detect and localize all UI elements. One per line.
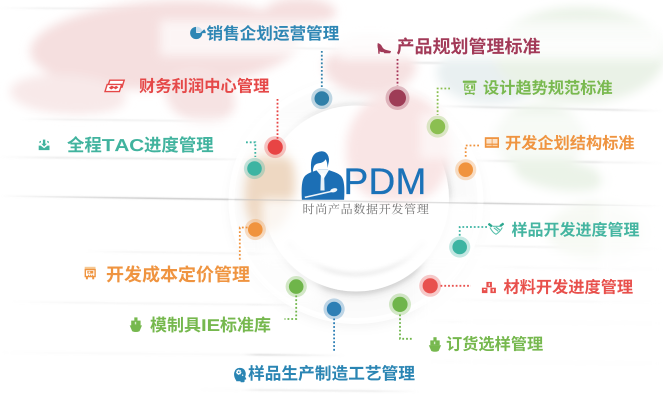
- svg-text:PDM: PDM: [344, 161, 427, 202]
